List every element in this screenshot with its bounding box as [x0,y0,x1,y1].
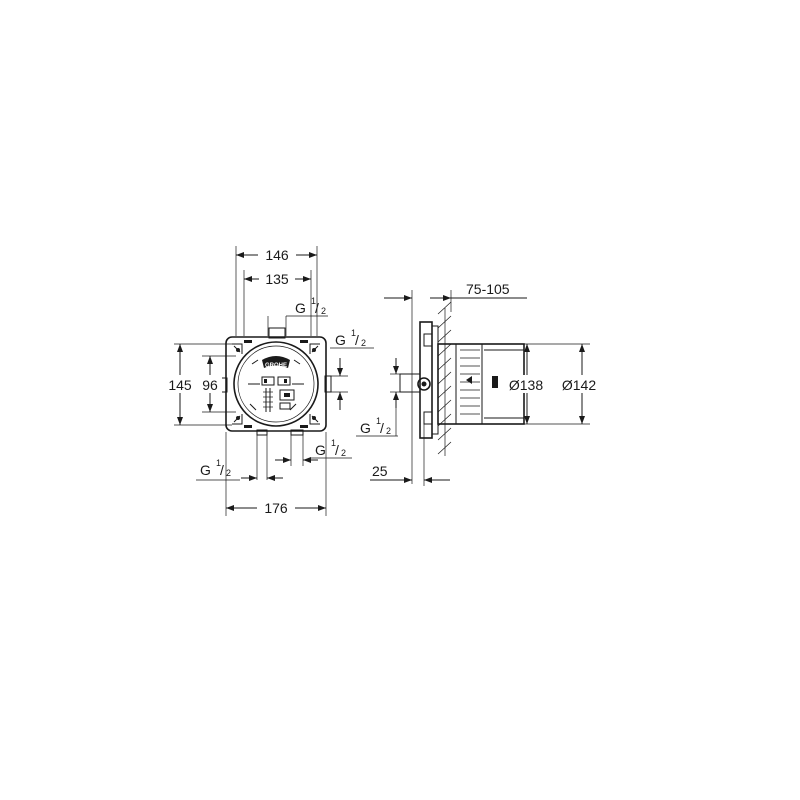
right-nozzle [324,375,332,393]
brand-logo: GROHE [262,356,290,369]
mounting-plate [419,321,433,439]
thread-bottom-right-slash: / [335,442,339,458]
thread-bottom-right-den: 2 [341,448,346,458]
logo-text: GROHE [265,363,287,369]
thread-bottom-left-slash: / [220,462,224,478]
thread-side-label: G [360,420,371,436]
thread-bottom-left-num: 1 [216,458,221,468]
front-view: 146 135 G 1 / 2 [164,246,374,517]
dim-height-inner: 96 [202,377,218,393]
dim-width-inner: 135 [265,271,289,287]
thread-side-slash: / [380,420,384,436]
thread-side-den: 2 [386,426,391,436]
internal-components [248,359,304,412]
side-inlet-nut [417,377,431,391]
thread-top-den: 2 [321,306,326,316]
thread-top-slash: / [315,300,319,316]
thread-bottom-left-label: G [200,462,211,478]
dim-depth-range: 75-105 [466,281,510,297]
thread-right-den: 2 [361,338,366,348]
dim-height-outer: 145 [168,377,192,393]
top-nozzle [268,327,286,339]
dim-diameter-outer: Ø142 [562,377,596,393]
dim-width-outer: 146 [265,247,289,263]
side-view: 75-105 [356,281,604,486]
mounting-brackets [232,340,320,428]
thread-top-num: 1 [311,296,316,306]
dim-offset: 25 [372,463,388,479]
side-inlet [399,373,421,393]
thread-bottom-right-num: 1 [331,438,336,448]
thread-side-num: 1 [376,416,381,426]
wall-hatching [437,301,452,456]
thread-bottom-right-label: G [315,442,326,458]
valve-box-outline [225,336,327,432]
dim-diameter-inner: Ø138 [509,377,543,393]
thread-top-label: G [295,300,306,316]
inner-valve-circle [233,341,319,427]
thread-right-label: G [335,332,346,348]
thread-bottom-left-den: 2 [226,468,231,478]
thread-right-num: 1 [351,328,356,338]
dim-bottom-width: 176 [264,500,288,516]
thread-right-slash: / [355,332,359,348]
